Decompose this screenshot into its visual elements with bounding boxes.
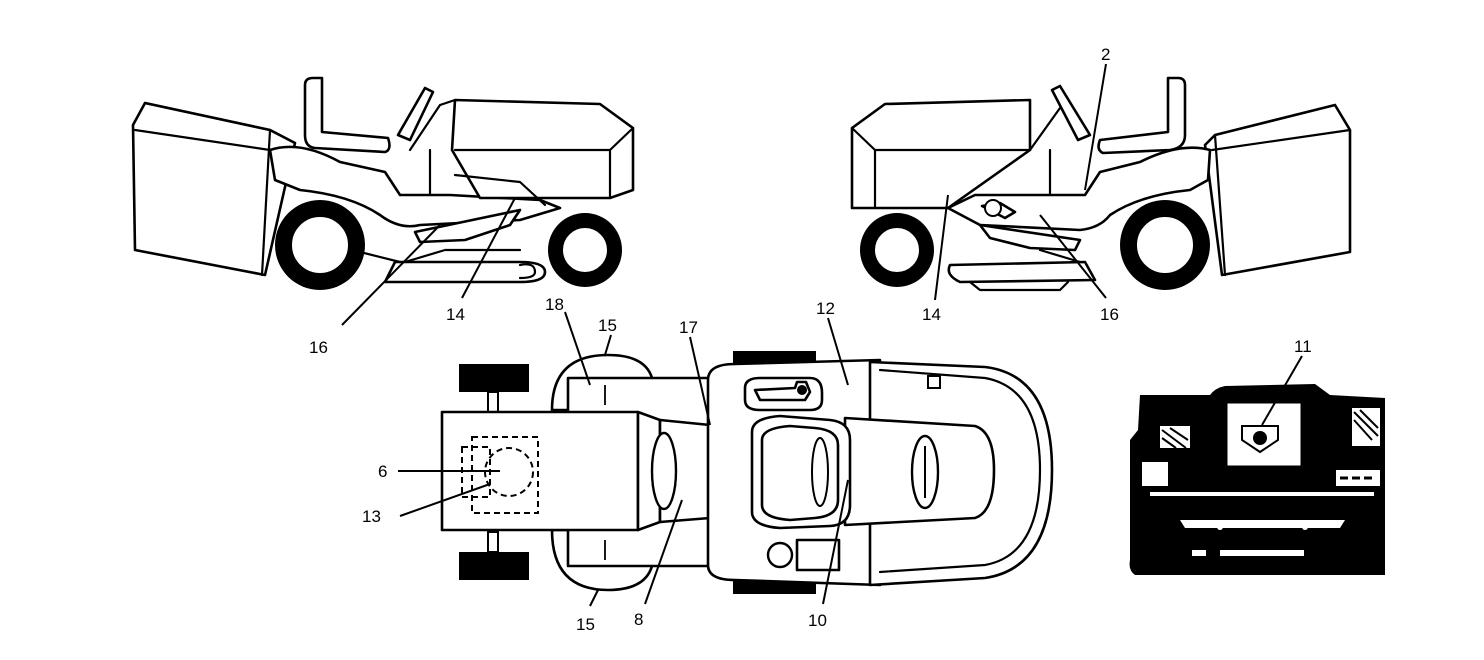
callout-15-bottom: 15 [576,615,595,634]
callout-8: 8 [634,610,643,629]
callout-18: 18 [545,295,564,314]
callout-13: 13 [362,507,381,526]
callout-11: 11 [1294,337,1312,356]
callout-17: 17 [679,318,698,337]
tractor-left-side-view [131,76,635,290]
callout-2: 2 [1101,45,1110,64]
leader-lines [341,63,1303,607]
callout-15-top: 15 [598,316,617,335]
callout-14-right: 14 [922,305,941,324]
dash-panel-view [1129,384,1385,575]
tractor-top-view [440,351,1054,594]
callout-16-right: 16 [1100,305,1119,324]
callout-12: 12 [816,299,835,318]
tractor-right-side-view [850,76,1352,292]
callout-6: 6 [378,462,387,481]
callout-16-left: 16 [309,338,328,357]
callout-14-left: 14 [446,305,465,324]
callout-labels: 2 16 14 14 16 18 15 17 12 11 6 13 15 8 1… [309,45,1312,634]
callout-10: 10 [808,611,827,630]
